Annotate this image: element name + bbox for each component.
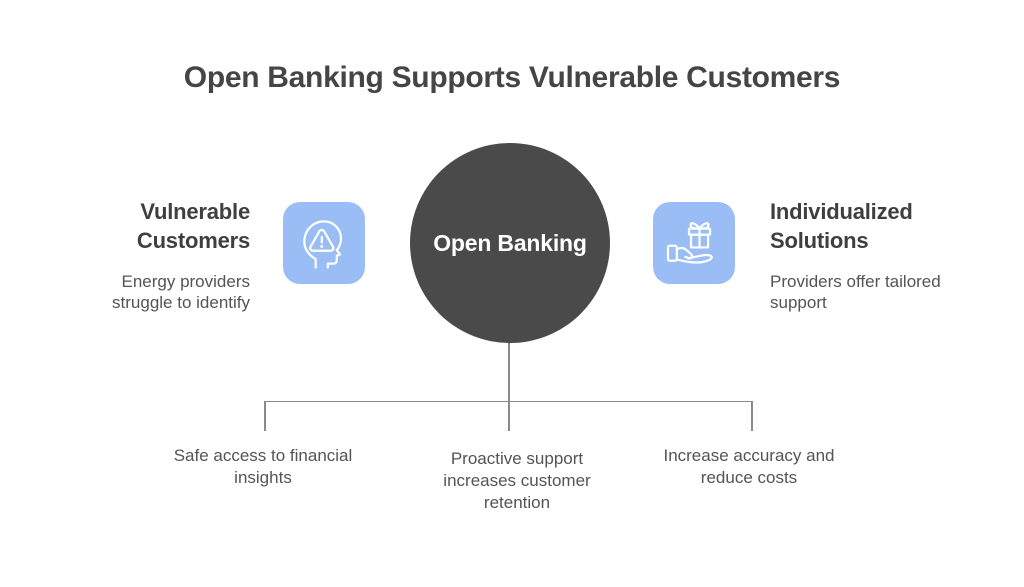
central-node: Open Banking: [410, 143, 610, 343]
right-node: Individualized Solutions Providers offer…: [770, 197, 962, 313]
connector-stem: [508, 343, 510, 401]
page-title: Open Banking Supports Vulnerable Custome…: [183, 61, 841, 94]
right-node-heading: Individualized Solutions: [770, 199, 913, 253]
benefit-label-1: Safe access to financial insights: [173, 446, 353, 487]
central-node-label: Open Banking: [433, 229, 587, 256]
left-node: Vulnerable Customers Energy providers st…: [88, 197, 250, 313]
benefit-label-2: Proactive support increases customer ret…: [443, 449, 591, 512]
connector-drop-right: [751, 401, 753, 431]
left-node-heading: Vulnerable Customers: [136, 199, 250, 253]
connector-drop-center: [508, 401, 510, 431]
head-warning-icon: [303, 220, 343, 269]
benefit-label-3: Increase accuracy and reduce costs: [663, 446, 835, 487]
right-node-description: Providers offer tailored support: [770, 272, 941, 312]
connector-drop-left: [264, 401, 266, 431]
vulnerable-customers-tile: [283, 202, 365, 284]
left-node-description: Energy providers struggle to identify: [112, 272, 250, 312]
individualized-solutions-tile: [653, 202, 735, 284]
gift-hand-icon: [666, 222, 713, 264]
